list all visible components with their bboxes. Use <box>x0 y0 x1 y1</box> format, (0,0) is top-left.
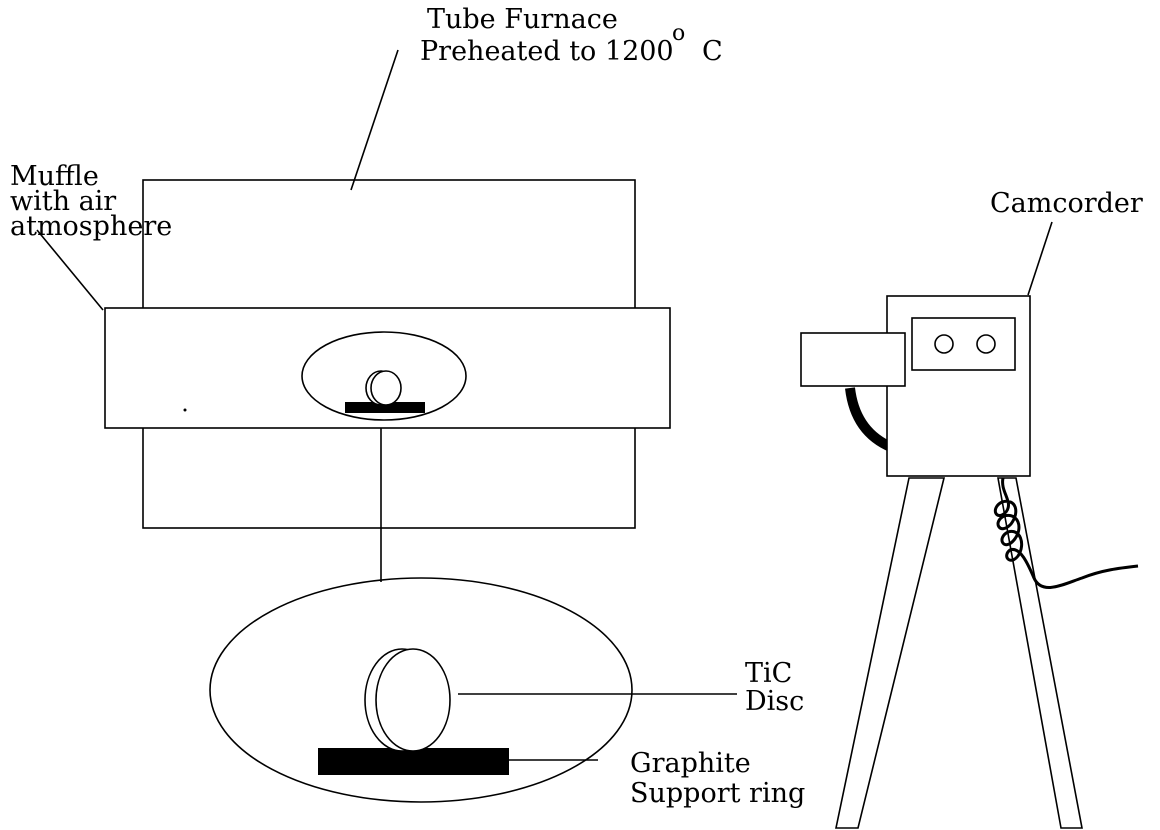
camcorder-cable <box>993 477 1139 589</box>
camcorder-button-left <box>934 334 954 354</box>
small-support-ring <box>345 402 425 413</box>
magnified-view <box>209 577 633 803</box>
stray-mark <box>183 408 187 412</box>
camcorder-lens <box>800 332 906 387</box>
camcorder-button-right <box>976 334 996 354</box>
tic-disc-front <box>375 648 451 752</box>
camcorder-panel <box>911 317 1016 371</box>
furnace-leader <box>350 49 399 191</box>
support-label-line2: Support ring <box>630 778 805 809</box>
muffle-label-line2: with air <box>10 186 116 217</box>
muffle-label-line1: Muffle <box>10 161 99 192</box>
support-label-line1: Graphite <box>630 748 751 779</box>
furnace-degree-mark: o <box>672 21 685 46</box>
muffle-leader <box>36 229 104 311</box>
graphite-support-ring <box>318 748 509 775</box>
furnace-label-line2-a: Preheated to 1200 <box>420 36 674 67</box>
furnace-window <box>301 331 467 421</box>
camcorder-label: Camcorder <box>990 188 1143 219</box>
tripod-leg-right <box>997 477 1083 829</box>
furnace-label-line2-b: C <box>702 36 723 67</box>
small-disc-front <box>370 370 402 406</box>
furnace-label-line1: Tube Furnace <box>427 4 618 35</box>
disc-label-line1: TiC <box>745 658 792 689</box>
tripod-leg-left <box>835 477 946 829</box>
muffle-label-line3: atmosphere <box>10 211 172 242</box>
camcorder-leader <box>1027 221 1053 296</box>
disc-label-line2: Disc <box>745 686 804 717</box>
